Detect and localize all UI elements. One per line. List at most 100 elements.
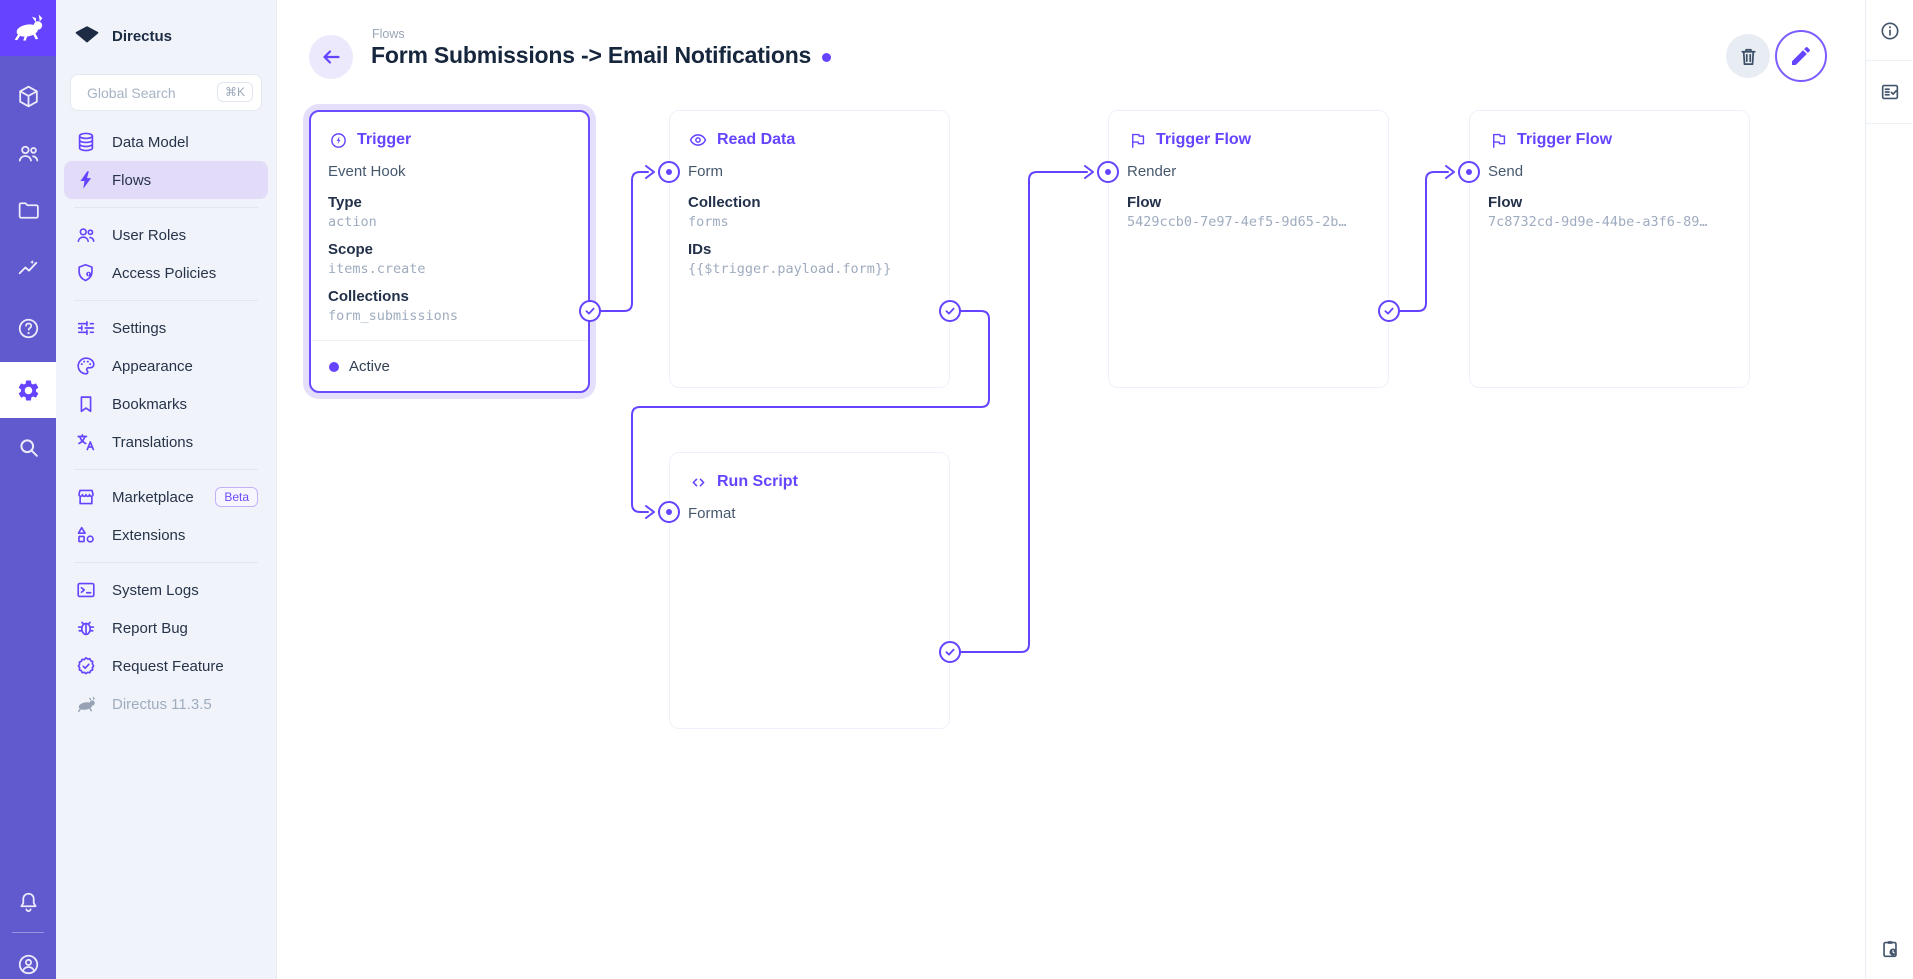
folder-icon [18, 201, 39, 219]
field-value: form_submissions [328, 308, 459, 324]
port-trigger-resolve[interactable] [579, 300, 601, 322]
fact-check-icon [1881, 84, 1898, 100]
logs-sidebar-button[interactable] [1866, 68, 1913, 116]
insights-module-button[interactable] [0, 239, 56, 295]
field-value: 5429ccb0-7e97-4ef5-9d65-2b… [1127, 214, 1347, 230]
notifications-button[interactable] [0, 874, 56, 930]
sidebar-item-label: Request Feature [112, 657, 224, 675]
content-module-button[interactable] [0, 68, 56, 124]
sidebar-item-label: Settings [112, 319, 167, 337]
card-divider [311, 340, 588, 341]
sidebar-item-flows[interactable]: Flows [64, 161, 268, 199]
sidebar-item-user-roles[interactable]: User Roles [64, 216, 268, 254]
wire-render-to-send [1399, 171, 1449, 312]
sidebar-item-request-feature[interactable]: Request Feature [64, 647, 268, 685]
port-run-script-input[interactable] [658, 501, 680, 523]
help-module-button[interactable] [0, 300, 56, 356]
sidebar-item-appearance[interactable]: Appearance [64, 347, 268, 385]
search-shortcut-badge: ⌘K [216, 82, 253, 102]
sidebar-item-bookmarks[interactable]: Bookmarks [64, 385, 268, 423]
global-search-input[interactable] [71, 84, 201, 101]
back-button[interactable] [309, 35, 353, 79]
field-value: action [328, 214, 377, 230]
project-header[interactable]: Directus [56, 0, 276, 52]
edit-flow-button[interactable] [1775, 30, 1827, 82]
field-value: 7c8732cd-9d9e-44be-a3f6-89… [1488, 214, 1708, 230]
card-title-row: Trigger Flow [1127, 129, 1370, 151]
title-row: Form Submissions -> Email Notifications [371, 42, 832, 69]
bookmark-icon [74, 392, 98, 416]
port-read-data-input[interactable] [658, 161, 680, 183]
field-label: Collection [688, 194, 761, 211]
card-title: Read Data [717, 131, 796, 148]
flag-icon [1127, 130, 1147, 150]
rabbit-logo-icon [14, 14, 43, 41]
info-icon [1880, 22, 1899, 40]
shield-lock-icon [74, 261, 98, 285]
wire-arrowhead [1084, 165, 1094, 179]
status-label: Active [349, 358, 390, 375]
field-value: {{$trigger.payload.form}} [688, 261, 892, 277]
sidebar-item-system-logs[interactable]: System Logs [64, 571, 268, 609]
database-icon [74, 130, 98, 154]
wire-arrowhead [1445, 165, 1455, 179]
eye-icon [688, 130, 708, 150]
sidebar-item-label: Report Bug [112, 619, 188, 637]
delete-flow-button[interactable] [1726, 34, 1770, 78]
directus-logo[interactable] [0, 0, 56, 56]
users-icon [18, 145, 38, 161]
search-module-button[interactable] [0, 419, 56, 475]
flow-card-run-script[interactable]: Run Script Format [669, 452, 950, 729]
users-module-button[interactable] [0, 125, 56, 181]
revisions-sidebar-button[interactable] [1866, 925, 1913, 973]
account-button[interactable] [0, 936, 56, 979]
sidebar-item-data-model[interactable]: Data Model [64, 123, 268, 161]
account-circle-icon [18, 954, 38, 974]
sidebar-item-access-policies[interactable]: Access Policies [64, 254, 268, 292]
right-sidebar [1865, 0, 1913, 979]
sidebar-item-report-bug[interactable]: Report Bug [64, 609, 268, 647]
wire-run-script-to-render [960, 171, 1088, 653]
field-label: Collections [328, 288, 409, 305]
settings-module-button[interactable] [0, 362, 56, 418]
flow-card-trigger[interactable]: Trigger Event Hook Type action Scope ite… [309, 110, 590, 393]
clipboard-clock-icon [1882, 941, 1897, 958]
sidebar-divider [74, 562, 258, 563]
sidebar-item-label: Access Policies [112, 264, 217, 282]
field-label: Scope [328, 241, 374, 258]
bug-icon [74, 616, 98, 640]
trigger-bolt-icon [328, 130, 348, 150]
info-sidebar-button[interactable] [1866, 7, 1913, 55]
bolt-icon [74, 168, 98, 192]
card-title: Run Script [717, 473, 798, 490]
shapes-icon [74, 523, 98, 547]
search-icon [19, 438, 38, 457]
flow-card-read-data[interactable]: Read Data Form Collection forms IDs {{$t… [669, 110, 950, 388]
port-run-script-resolve[interactable] [939, 641, 961, 663]
sidebar-item-marketplace[interactable]: Marketplace Beta [64, 478, 268, 516]
code-icon [688, 472, 708, 492]
badge-check-icon [74, 654, 98, 678]
bell-icon [20, 892, 36, 912]
sidebar-item-translations[interactable]: Translations [64, 423, 268, 461]
card-title-row: Read Data [688, 129, 931, 151]
port-trigger-flow-render-input[interactable] [1097, 161, 1119, 183]
tune-icon [74, 316, 98, 340]
port-read-data-resolve[interactable] [939, 300, 961, 322]
global-search[interactable]: ⌘K [70, 74, 262, 111]
beta-badge: Beta [215, 487, 258, 507]
sidebar-divider [74, 300, 258, 301]
port-trigger-flow-send-input[interactable] [1458, 161, 1480, 183]
sidebar-item-label: System Logs [112, 581, 199, 599]
terminal-icon [74, 578, 98, 602]
sidebar-item-extensions[interactable]: Extensions [64, 516, 268, 554]
port-trigger-flow-render-resolve[interactable] [1378, 300, 1400, 322]
module-bar-divider [12, 932, 44, 933]
storefront-icon [74, 485, 98, 509]
files-module-button[interactable] [0, 182, 56, 238]
sidebar-item-settings[interactable]: Settings [64, 309, 268, 347]
flow-card-trigger-flow-send[interactable]: Trigger Flow Send Flow 7c8732cd-9d9e-44b… [1469, 110, 1750, 388]
field-value: items.create [328, 261, 426, 277]
card-title: Trigger Flow [1156, 131, 1252, 148]
flow-card-trigger-flow-render[interactable]: Trigger Flow Render Flow 5429ccb0-7e97-4… [1108, 110, 1389, 388]
